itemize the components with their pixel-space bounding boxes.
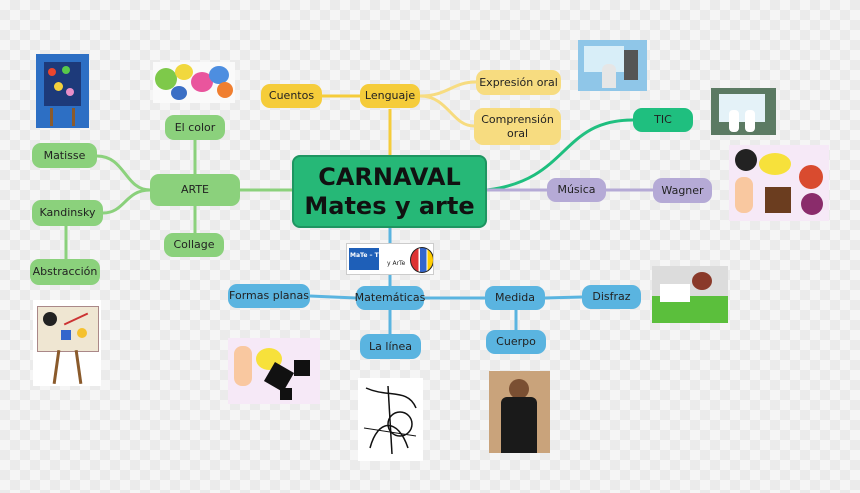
node-cuerpo-label: Cuerpo bbox=[496, 335, 536, 349]
node-tic[interactable]: TIC bbox=[633, 108, 693, 132]
la-linea-drawing-image bbox=[358, 378, 423, 461]
central-title-line1: CARNAVAL bbox=[318, 162, 461, 191]
node-el-color[interactable]: El color bbox=[165, 115, 225, 140]
node-disfraz[interactable]: Disfraz bbox=[582, 285, 641, 309]
logo-right-text: y ArTe bbox=[387, 260, 406, 267]
node-comprension-oral-line2: oral bbox=[506, 126, 529, 140]
kandinsky-easel-image bbox=[33, 300, 101, 386]
color-paint-image bbox=[153, 62, 235, 103]
node-la-linea-label: La línea bbox=[369, 339, 412, 353]
disfraz-photo-image bbox=[652, 266, 728, 323]
node-expresion-oral[interactable]: Expresión oral bbox=[476, 70, 561, 95]
node-matematicas-label: Matemáticas bbox=[354, 291, 426, 305]
node-la-linea[interactable]: La línea bbox=[360, 334, 421, 359]
node-abstraccion[interactable]: Abstracción bbox=[30, 259, 100, 285]
node-matematicas[interactable]: Matemáticas bbox=[354, 286, 426, 310]
node-arte[interactable]: ARTE bbox=[150, 174, 240, 206]
cuerpo-photo-image bbox=[489, 371, 550, 453]
node-disfraz-label: Disfraz bbox=[592, 290, 631, 304]
node-musica[interactable]: Música bbox=[547, 178, 606, 202]
node-wagner-label: Wagner bbox=[661, 183, 704, 197]
wagner-collage-image bbox=[729, 145, 829, 221]
tic-whiteboard-photo-image bbox=[711, 88, 776, 135]
node-medida-label: Medida bbox=[494, 291, 536, 305]
formas-planas-image bbox=[228, 338, 320, 404]
central-topic[interactable]: CARNAVAL Mates y arte bbox=[292, 155, 487, 228]
node-expresion-oral-label: Expresión oral bbox=[479, 75, 558, 89]
classroom-photo-image bbox=[578, 40, 647, 91]
node-abstraccion-label: Abstracción bbox=[32, 265, 98, 279]
node-formas-planas[interactable]: Formas planas bbox=[228, 284, 310, 308]
node-comprension-oral[interactable]: Comprensión oral bbox=[474, 108, 561, 145]
node-kandinsky[interactable]: Kandinsky bbox=[32, 200, 103, 226]
node-collage-label: Collage bbox=[173, 238, 215, 252]
node-collage[interactable]: Collage bbox=[164, 233, 224, 257]
node-tic-label: TIC bbox=[654, 113, 672, 127]
node-medida[interactable]: Medida bbox=[485, 286, 545, 310]
node-comprension-oral-line1: Comprensión bbox=[481, 112, 554, 126]
node-musica-label: Música bbox=[557, 183, 596, 197]
logo-left-text: MaTe – TICas bbox=[350, 252, 393, 259]
node-cuentos[interactable]: Cuentos bbox=[261, 84, 322, 108]
line-drawing-icon bbox=[363, 385, 417, 455]
node-matisse[interactable]: Matisse bbox=[32, 143, 97, 168]
node-matisse-label: Matisse bbox=[43, 148, 86, 162]
node-formas-planas-label: Formas planas bbox=[229, 289, 309, 303]
node-lenguaje-label: Lenguaje bbox=[364, 89, 416, 103]
node-wagner[interactable]: Wagner bbox=[653, 178, 712, 203]
node-arte-label: ARTE bbox=[180, 183, 210, 197]
node-cuentos-label: Cuentos bbox=[268, 89, 315, 103]
central-title-line2: Mates y arte bbox=[304, 191, 475, 220]
node-kandinsky-label: Kandinsky bbox=[39, 206, 96, 220]
node-lenguaje[interactable]: Lenguaje bbox=[360, 84, 420, 108]
node-cuerpo[interactable]: Cuerpo bbox=[486, 330, 546, 354]
node-el-color-label: El color bbox=[174, 120, 216, 134]
mate-ticas-arte-logo: MaTe – TICas y ArTe bbox=[346, 243, 434, 275]
matisse-easel-image bbox=[36, 54, 89, 128]
